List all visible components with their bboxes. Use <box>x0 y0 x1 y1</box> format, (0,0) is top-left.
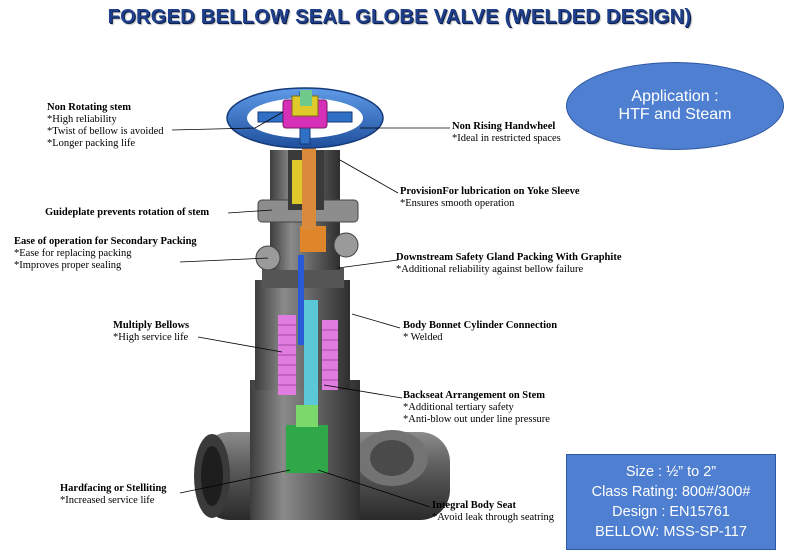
callout-heading: Guideplate prevents rotation of stem <box>45 207 210 218</box>
callout-body-seat: Integral Body Seat *Avoid leak through s… <box>432 500 554 524</box>
callout-body-bonnet: Body Bonnet Cylinder Connection * Welded <box>403 320 557 344</box>
callout-non-rotating-stem: Non Rotating stem *High reliability *Twi… <box>47 102 164 150</box>
callout-heading: Hardfacing or Stelliting <box>60 483 167 494</box>
callout-note: *Longer packing life <box>47 138 136 149</box>
spec-bellow: BELLOW: MSS-SP-117 <box>595 524 747 540</box>
spec-design: Design : EN15761 <box>612 504 730 520</box>
bellows <box>278 315 338 395</box>
callout-lubrication: ProvisionFor lubrication on Yoke Sleeve … <box>400 186 579 210</box>
callout-note: *Ease for replacing packing <box>14 248 132 259</box>
callout-heading: Ease of operation for Secondary Packing <box>14 236 197 247</box>
callout-heading: Downstream Safety Gland Packing With Gra… <box>396 252 622 263</box>
callout-note: *Improves proper sealing <box>14 260 122 271</box>
spec-class-rating: Class Rating: 800#/300# <box>591 484 751 500</box>
callout-backseat: Backseat Arrangement on Stem *Additional… <box>403 390 550 426</box>
spec-box: Size : ½” to 2” Class Rating: 800#/300# … <box>566 454 776 550</box>
callout-heading: ProvisionFor lubrication on Yoke Sleeve <box>400 186 580 197</box>
callout-guideplate: Guideplate prevents rotation of stem <box>45 207 209 219</box>
callout-note: *High reliability <box>47 114 117 125</box>
callout-heading: Backseat Arrangement on Stem <box>403 390 546 401</box>
callout-heading: Body Bonnet Cylinder Connection <box>403 320 558 331</box>
handwheel <box>226 87 384 149</box>
callout-secondary-packing: Ease of operation for Secondary Packing … <box>14 236 197 272</box>
application-label: Application : <box>631 88 719 105</box>
callout-gland-packing: Downstream Safety Gland Packing With Gra… <box>396 252 621 276</box>
callout-note: * Welded <box>403 332 443 343</box>
callout-note: *Twist of bellow is avoided <box>47 126 164 137</box>
spec-size: Size : ½” to 2” <box>625 464 717 480</box>
callout-heading: Non Rotating stem <box>47 102 131 113</box>
page-title: FORGED BELLOW SEAL GLOBE VALVE (WELDED D… <box>107 6 692 28</box>
callout-note: *Increased service life <box>60 495 155 506</box>
callout-note: *High service life <box>113 332 189 343</box>
callout-hardfacing: Hardfacing or Stelliting *Increased serv… <box>60 483 167 507</box>
application-badge: Application : HTF and Steam <box>566 62 784 150</box>
application-value: HTF and Steam <box>618 106 732 123</box>
callout-note: *Ideal in restricted spaces <box>452 133 561 144</box>
callout-note: *Additional reliability against bellow f… <box>396 264 584 275</box>
callout-heading: Multiply Bellows <box>113 320 190 331</box>
internal-cutaway <box>278 120 338 473</box>
callout-heading: Integral Body Seat <box>432 500 516 511</box>
callout-multiply-bellows: Multiply Bellows *High service life <box>113 320 189 344</box>
callout-note: *Ensures smooth operation <box>400 198 515 209</box>
callout-note: *Avoid leak through seatring <box>432 512 554 523</box>
leader-lines <box>171 111 450 508</box>
callout-note: *Anti-blow out under line pressure <box>403 414 550 425</box>
callout-note: *Additional tertiary safety <box>403 402 514 413</box>
callout-handwheel: Non Rising Handwheel *Ideal in restricte… <box>452 121 561 145</box>
callout-heading: Non Rising Handwheel <box>452 121 556 132</box>
